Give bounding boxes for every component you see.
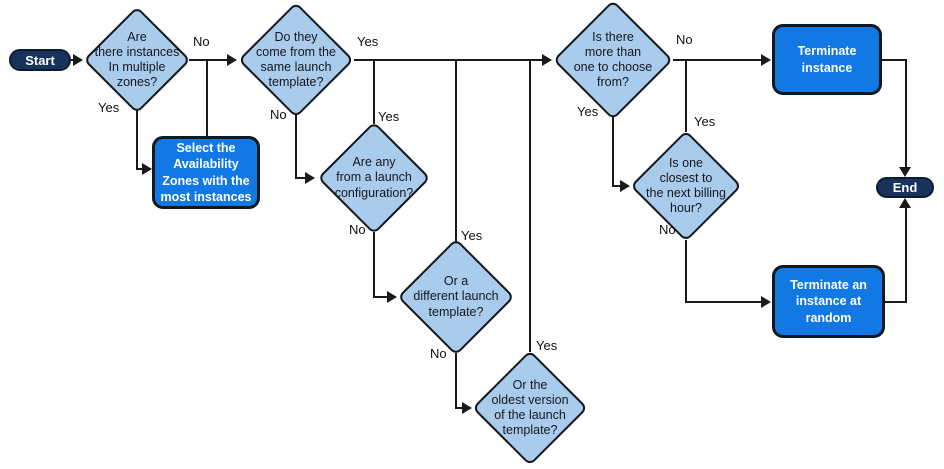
- edge-label-same-template-no: No: [270, 107, 287, 122]
- edge-terminate-instance-out-v: [905, 59, 907, 167]
- edge-label-different-template-no: No: [430, 346, 447, 361]
- edge-more-than-one-yes-v: [612, 115, 614, 187]
- edge-billing-hour-no-v: [685, 240, 687, 303]
- end-node: End: [876, 177, 934, 198]
- edge-more-than-one-yes-h: [612, 185, 622, 187]
- process-select-az: Select the Availability Zones with the m…: [152, 136, 260, 209]
- edge-launch-config-no-h: [373, 296, 389, 298]
- arrowhead-into-terminate-random: [761, 296, 771, 308]
- edge-select-az-up-connector: [206, 60, 208, 137]
- arrowhead-into-terminate-instance: [761, 54, 771, 66]
- decision-oldest-version: Or the oldest version of the launch temp…: [472, 350, 588, 466]
- arrowhead-into-different-template: [387, 291, 397, 303]
- decision-same-template: Do they come from the same launch templa…: [238, 2, 354, 118]
- edge-label-same-template-yes: Yes: [357, 34, 379, 49]
- edge-same-template-no-v: [295, 114, 297, 179]
- edge-multiple-zones-yes-h: [137, 168, 145, 170]
- edge-billing-hour-yes-up: [685, 60, 687, 132]
- edge-label-different-template-yes: Yes: [461, 228, 483, 243]
- edge-label-billing-hour-no: No: [659, 222, 676, 237]
- edge-launch-config-no-v: [373, 232, 375, 298]
- decision-different-template: Or a different launch template?: [397, 238, 515, 356]
- arrowhead-into-end-bottom: [899, 198, 911, 208]
- edge-launch-config-yes-up: [373, 60, 375, 124]
- edge-same-template-no-h: [295, 177, 307, 179]
- arrowhead-into-end-top: [899, 167, 911, 177]
- process-terminate-instance: Terminate instance: [772, 24, 882, 95]
- edge-different-template-yes-up: [455, 60, 457, 242]
- edge-terminate-random-out-h: [885, 301, 907, 303]
- arrowhead-into-more-than-one: [542, 54, 552, 66]
- edge-label-billing-hour-yes: Yes: [694, 114, 716, 129]
- decision-launch-config: Are any from a launch configuration?: [317, 121, 431, 235]
- edge-label-launch-config-yes: Yes: [378, 109, 400, 124]
- decision-oldest-version-label: Or the oldest version of the launch temp…: [491, 377, 569, 438]
- edge-label-multiple-zones-yes: Yes: [98, 100, 120, 115]
- edge-label-multiple-zones-no: No: [193, 34, 210, 49]
- edge-label-oldest-version-yes: Yes: [536, 338, 558, 353]
- edge-same-template-yes: [354, 59, 542, 61]
- edge-different-template-no-h: [455, 407, 465, 409]
- edge-oldest-version-yes-up: [529, 60, 531, 352]
- edge-billing-hour-no-h: [685, 301, 763, 303]
- edge-label-more-than-one-no: No: [676, 32, 693, 47]
- edge-terminate-instance-out-h: [882, 59, 907, 61]
- arrowhead-into-oldest-version: [462, 402, 472, 414]
- decision-different-template-label: Or a different launch template?: [413, 274, 499, 319]
- arrowhead-into-select-az: [142, 163, 152, 175]
- edge-multiple-zones-no: [189, 59, 227, 61]
- decision-multiple-zones: Are there instances In multiple zones?: [83, 6, 191, 114]
- edge-different-template-no-v: [455, 353, 457, 409]
- decision-launch-config-label: Are any from a launch configuration?: [334, 155, 414, 200]
- edge-label-launch-config-no: No: [349, 222, 366, 237]
- decision-billing-hour: Is one closest to the next billing hour?: [630, 130, 742, 242]
- decision-more-than-one: Is there more than one to choose from?: [552, 0, 674, 121]
- arrowhead-into-multiple-zones: [73, 54, 83, 66]
- decision-same-template-label: Do they come from the same launch templa…: [256, 29, 336, 90]
- decision-multiple-zones-label: Are there instances In multiple zones?: [94, 29, 180, 90]
- arrowhead-into-same-template: [227, 54, 237, 66]
- decision-more-than-one-label: Is there more than one to choose from?: [573, 29, 653, 90]
- edge-multiple-zones-yes-v: [136, 110, 138, 170]
- process-terminate-random: Terminate an instance at random: [772, 265, 885, 338]
- edge-terminate-random-out-v: [905, 207, 907, 302]
- decision-billing-hour-label: Is one closest to the next billing hour?: [646, 155, 726, 216]
- arrowhead-into-launch-config: [305, 172, 315, 184]
- arrowhead-into-billing-hour: [620, 180, 630, 192]
- start-node: Start: [9, 49, 71, 71]
- edge-more-than-one-no: [673, 59, 761, 61]
- edge-label-more-than-one-yes: Yes: [577, 104, 599, 119]
